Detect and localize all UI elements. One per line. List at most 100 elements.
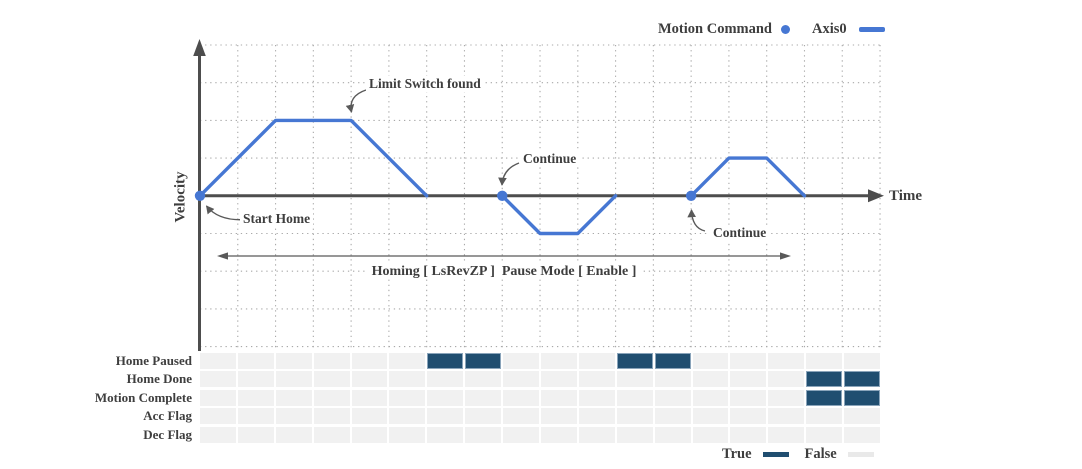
signal-cell-false bbox=[237, 408, 274, 425]
signal-cell-false bbox=[692, 426, 729, 443]
legend-axis0-label: Axis0 bbox=[812, 21, 847, 37]
signal-cell-true bbox=[465, 353, 502, 369]
signal-cell-false bbox=[200, 389, 236, 406]
signal-cell-true bbox=[654, 353, 691, 369]
signal-cell-false bbox=[275, 389, 312, 406]
signal-cell-true bbox=[844, 389, 880, 406]
signal-cell-false bbox=[427, 426, 464, 443]
signal-cell-false bbox=[730, 389, 767, 406]
signal-cell-false bbox=[806, 353, 843, 369]
signal-cell-false bbox=[616, 371, 653, 388]
signal-cell-false bbox=[313, 353, 350, 369]
signal-cell-true bbox=[844, 371, 880, 388]
signal-cell-false bbox=[541, 371, 577, 388]
signal-row-label: Home Done bbox=[126, 371, 192, 387]
signal-cell-false bbox=[465, 408, 502, 425]
motion-command-dots bbox=[194, 190, 697, 201]
signal-cell-false bbox=[275, 371, 312, 388]
signal-cell-false bbox=[768, 389, 805, 406]
homing-span-arrow bbox=[217, 252, 791, 260]
signal-cell-false bbox=[730, 353, 767, 369]
signal-cell-false bbox=[313, 389, 350, 406]
signal-cell-false bbox=[654, 408, 691, 425]
signal-cell-false bbox=[768, 408, 805, 425]
signal-cell-false bbox=[275, 408, 312, 425]
signal-cell-false bbox=[389, 389, 426, 406]
homing-mode-text: Homing [ LsRevZP ] Pause Mode [ Enable ] bbox=[367, 264, 641, 279]
signal-cell-true bbox=[806, 389, 843, 406]
signal-cell-false bbox=[200, 408, 236, 425]
signal-cell-false bbox=[200, 353, 236, 369]
y-axis-arrowhead bbox=[193, 39, 206, 56]
signal-cell-false bbox=[237, 353, 274, 369]
signal-row-cells bbox=[200, 353, 880, 369]
signal-cell-false bbox=[654, 426, 691, 443]
legend-motion-command-label: Motion Command bbox=[658, 21, 772, 37]
signal-cell-false bbox=[730, 408, 767, 425]
signal-cell-false bbox=[503, 389, 539, 406]
legend-top: Motion Command Axis0 bbox=[658, 21, 885, 38]
true-swatch-icon bbox=[762, 452, 789, 457]
y-axis-label: Velocity bbox=[172, 171, 189, 223]
signal-cell-false bbox=[844, 408, 880, 425]
signal-cell-false bbox=[427, 408, 464, 425]
signal-cell-false bbox=[275, 426, 312, 443]
signal-cell-true bbox=[427, 353, 464, 369]
signal-cell-false bbox=[200, 426, 236, 443]
signal-cell-false bbox=[200, 371, 236, 388]
signal-cell-false bbox=[654, 371, 691, 388]
signal-cell-false bbox=[578, 408, 615, 425]
annotation-continue-1: Continue bbox=[520, 151, 580, 167]
signal-cell-false bbox=[313, 408, 350, 425]
continue-1-arrow bbox=[498, 162, 520, 186]
signal-cell-false bbox=[427, 389, 464, 406]
signal-cell-false bbox=[768, 353, 805, 369]
signal-cell-false bbox=[541, 408, 577, 425]
signal-cell-false bbox=[351, 426, 388, 443]
signal-cell-false bbox=[465, 371, 502, 388]
axes bbox=[193, 39, 884, 351]
signal-cell-false bbox=[503, 371, 539, 388]
signal-row-label: Acc Flag bbox=[143, 408, 192, 424]
signal-cell-false bbox=[389, 426, 426, 443]
signal-cell-false bbox=[313, 371, 350, 388]
homing-mode-label: Homing [ LsRevZP ] Pause Mode [ Enable ] bbox=[218, 264, 790, 280]
axis0-line-icon bbox=[858, 27, 885, 32]
signal-cell-false bbox=[541, 426, 577, 443]
signal-cell-false bbox=[768, 426, 805, 443]
signal-cell-false bbox=[844, 353, 880, 369]
signal-cell-false bbox=[692, 389, 729, 406]
signal-cell-false bbox=[503, 408, 539, 425]
signal-cell-false bbox=[351, 389, 388, 406]
signal-cell-false bbox=[844, 426, 880, 443]
annotation-arrows bbox=[205, 89, 706, 232]
signal-cell-false bbox=[616, 408, 653, 425]
signal-cell-false bbox=[389, 353, 426, 369]
signal-cell-false bbox=[541, 353, 577, 369]
signal-cell-false bbox=[616, 426, 653, 443]
signal-cell-false bbox=[503, 426, 539, 443]
signal-cell-false bbox=[692, 353, 729, 369]
false-swatch-icon bbox=[847, 452, 874, 457]
signal-cell-false bbox=[503, 353, 539, 369]
signal-cell-false bbox=[275, 353, 312, 369]
signal-row: Motion Complete bbox=[0, 389, 1082, 406]
x-axis-label: Time bbox=[889, 188, 923, 204]
signal-cell-true bbox=[616, 353, 653, 369]
signal-cell-false bbox=[351, 408, 388, 425]
signal-row: Dec Flag bbox=[0, 426, 1082, 443]
x-axis-arrowhead bbox=[868, 189, 884, 203]
annotation-start-home: Start Home bbox=[240, 211, 314, 227]
signal-cell-false bbox=[578, 389, 615, 406]
signal-cell-false bbox=[237, 371, 274, 388]
signal-row-cells bbox=[200, 426, 880, 443]
signal-cell-false bbox=[578, 371, 615, 388]
annotation-continue-2: Continue bbox=[710, 225, 770, 241]
signal-cell-false bbox=[730, 371, 767, 388]
axis0-velocity-curve bbox=[198, 118, 807, 236]
signal-cell-false bbox=[692, 371, 729, 388]
signal-row-cells bbox=[200, 371, 880, 388]
signal-cell-false bbox=[806, 426, 843, 443]
